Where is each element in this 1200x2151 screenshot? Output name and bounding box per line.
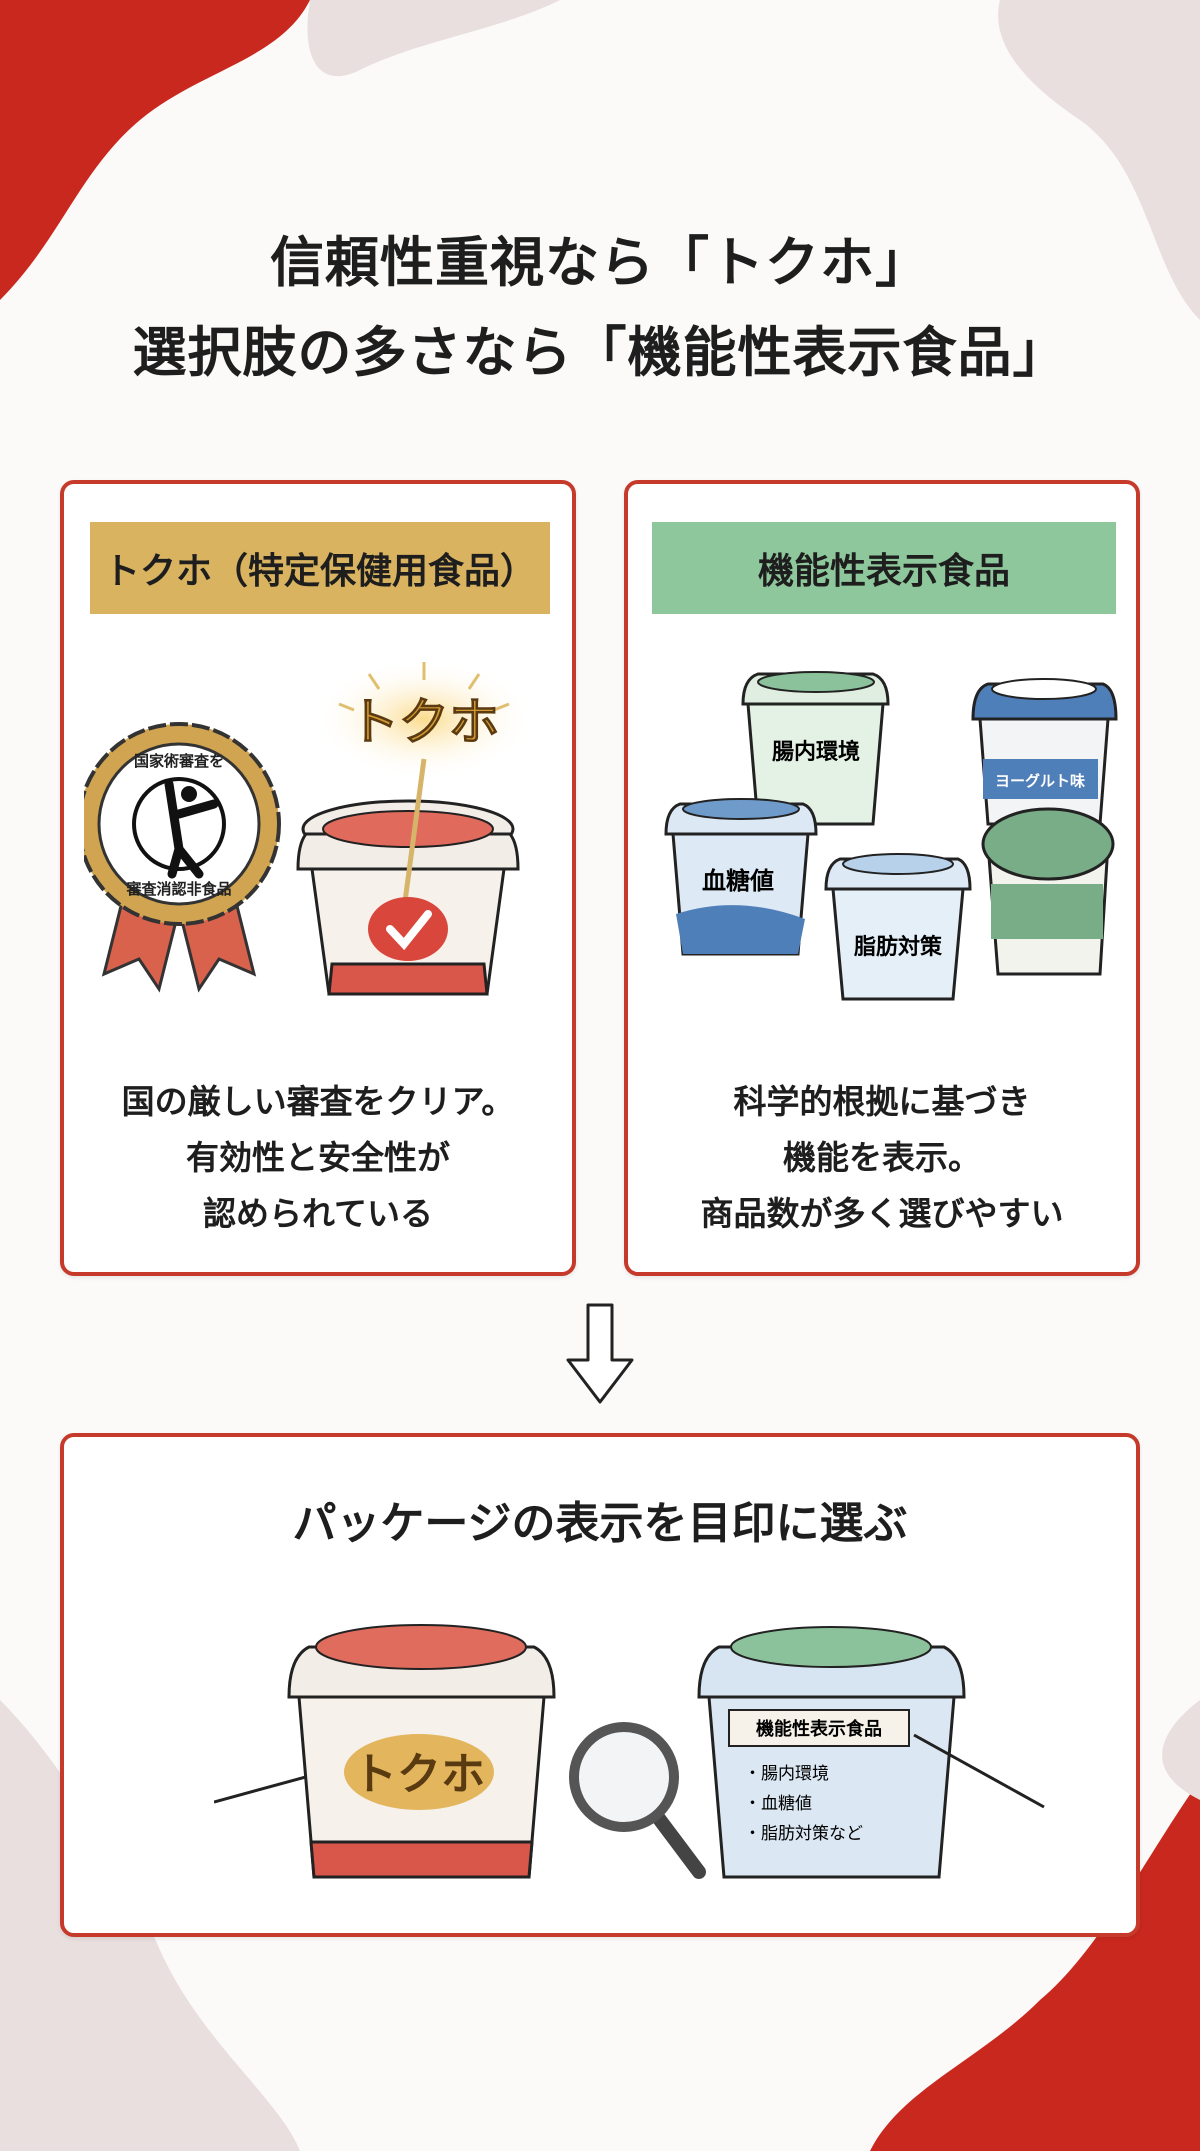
- functional-food-header: 機能性表示食品: [652, 522, 1116, 614]
- tokuho-description: 国の厳しい審査をクリア。 有効性と安全性が 認められている: [64, 1074, 572, 1242]
- tokuho-cup-icon: トクホ: [214, 1624, 556, 1879]
- tokuho-glow-label: トクホ: [349, 693, 499, 751]
- functional-desc-line: 機能を表示。: [783, 1138, 981, 1177]
- functional-desc-line: 科学的根拠に基づき: [733, 1082, 1031, 1121]
- tokuho-illustration: 国家術審査を 審査消認非食品 トクホ: [84, 659, 534, 996]
- functional-food-illustration: 腸内環境 ヨーグルト味 血糖値 脂肪対策: [664, 671, 1118, 1001]
- yogurt-cups-icon: 腸内環境 ヨーグルト味 血糖値 脂肪対策: [664, 671, 1118, 1001]
- tokuho-desc-line: 有効性と安全性が: [186, 1138, 450, 1177]
- functional-food-description: 科学的根拠に基づき 機能を表示。 商品数が多く選びやすい: [628, 1074, 1136, 1242]
- cup-label: ヨーグルト味: [995, 772, 1085, 790]
- functional-food-card: 機能性表示食品 腸内環境 ヨーグルト味 血糖値: [624, 480, 1140, 1276]
- tokuho-desc-line: 認められている: [202, 1194, 433, 1233]
- tokuho-cup-label: トクホ: [353, 1749, 485, 1800]
- cup-item: ・血糖値: [744, 1794, 812, 1814]
- title-line-2: 選択肢の多さなら「機能性表示食品」: [132, 321, 1068, 384]
- title-line-1: 信頼性重視なら「トクホ」: [270, 231, 930, 294]
- tokuho-desc-line: 国の厳しい審査をクリア。: [121, 1082, 515, 1121]
- summary-title: パッケージの表示を目印に選ぶ: [292, 1498, 908, 1549]
- badge-text-top: 国家術審査を: [134, 752, 224, 770]
- tokuho-header: トクホ（特定保健用食品）: [90, 522, 550, 614]
- certification-badge-icon: 国家術審査を 審査消認非食品: [84, 722, 281, 993]
- summary-card: パッケージの表示を目印に選ぶ トクホ 機能性表示食品 ・腸内環境 ・血糖値 ・脂…: [60, 1433, 1140, 1937]
- functional-cup-label: 機能性表示食品: [756, 1718, 882, 1740]
- down-arrow-icon: [566, 1303, 634, 1404]
- cup-item: ・腸内環境: [744, 1764, 829, 1784]
- tokuho-card: トクホ（特定保健用食品） 国家術審査を 審査消認非食品 トクホ: [60, 480, 576, 1276]
- cup-label: 脂肪対策: [854, 934, 943, 960]
- cup-item: ・脂肪対策など: [744, 1824, 863, 1844]
- cup-label: 血糖値: [702, 867, 774, 895]
- functional-food-cup-icon: 機能性表示食品 ・腸内環境 ・血糖値 ・脂肪対策など: [697, 1626, 1045, 1879]
- magnifying-glass-icon: [569, 1722, 706, 1879]
- summary-illustration: トクホ 機能性表示食品 ・腸内環境 ・血糖値 ・脂肪対策など: [214, 1624, 1045, 1879]
- cup-label: 腸内環境: [772, 739, 860, 765]
- yogurt-cup-icon: トクホ: [296, 659, 534, 996]
- functional-desc-line: 商品数が多く選びやすい: [700, 1194, 1064, 1233]
- badge-text-bottom: 審査消認非食品: [125, 880, 231, 898]
